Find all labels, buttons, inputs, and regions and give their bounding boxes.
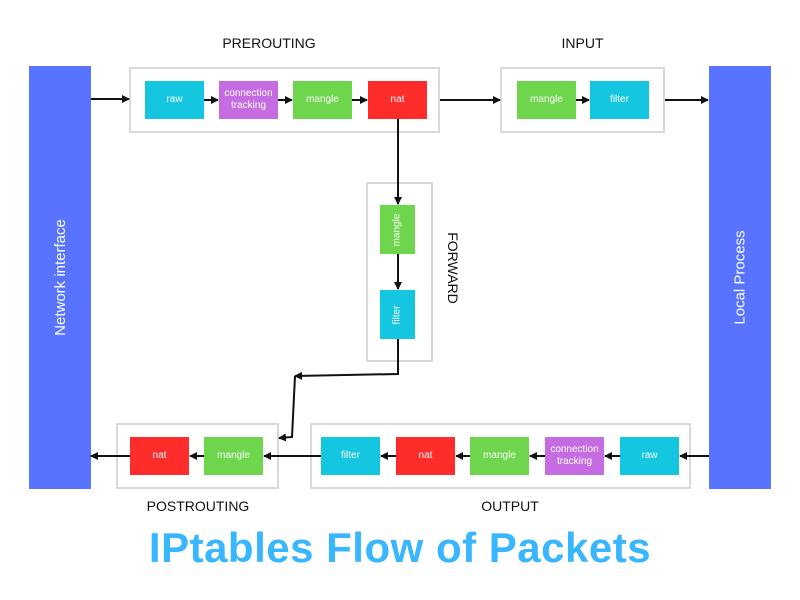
output-filter-chain: filter <box>321 437 380 475</box>
prerouting-raw-chain: raw <box>145 81 204 119</box>
postrouting-label: POSTROUTING <box>146 498 250 514</box>
postrouting-mangle-chain: mangle <box>204 437 263 475</box>
output-mangle-chain: mangle <box>470 437 529 475</box>
output-connection-tracking-chain: connection tracking <box>545 437 604 475</box>
prerouting-label: PREROUTING <box>222 35 316 51</box>
postrouting-nat-chain: nat <box>130 437 189 475</box>
output-nat-chain: nat <box>396 437 455 475</box>
prerouting-nat-chain: nat <box>368 81 427 119</box>
forward-mangle-chain: mangle <box>380 205 415 254</box>
prerouting-connection-tracking-chain: connection tracking <box>219 81 278 119</box>
arrow-junction-to-postrouting <box>278 375 296 442</box>
prerouting-mangle-chain: mangle <box>293 81 352 119</box>
local-process-bar: Local Process <box>709 66 771 489</box>
input-mangle-chain: mangle <box>517 81 576 119</box>
network-interface-bar: Network interface <box>29 66 91 489</box>
forward-label: FORWARD <box>445 232 461 304</box>
output-raw-chain: raw <box>620 437 679 475</box>
input-label: INPUT <box>561 35 604 51</box>
local-process-label: Local Process <box>731 230 749 325</box>
forward-filter-chain: filter <box>380 290 415 339</box>
page-title: IPtables Flow of Packets <box>148 524 652 571</box>
output-label: OUTPUT <box>481 498 539 514</box>
network-interface-label: Network interface <box>51 219 69 336</box>
input-filter-chain: filter <box>590 81 649 119</box>
